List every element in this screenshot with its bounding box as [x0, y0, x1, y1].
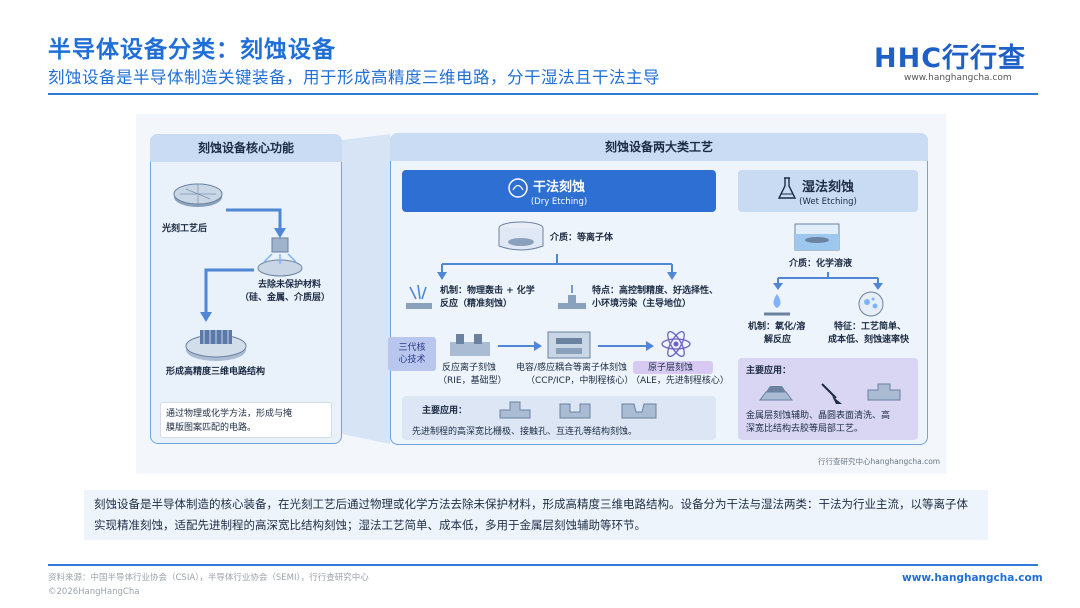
footer-url-link[interactable]: www.hanghangcha.com [902, 572, 1043, 584]
chip-structure-icon [185, 330, 247, 361]
tech-evolution-graphic [450, 330, 691, 359]
header-divider [48, 93, 1038, 95]
arrow-left-down [200, 268, 254, 322]
metal-layer-icon [759, 386, 793, 401]
dry-features-line1: 特点：高控制精度、好选择性、 [592, 286, 719, 296]
flask-icon [777, 177, 797, 199]
plasma-icon [508, 178, 528, 198]
dry-etching-en: (Dry Etching) [530, 197, 588, 207]
source-note: 资料来源：中国半导体行业协会（CSIA），半导体行业协会（SEMI），行行查研究… [48, 571, 369, 599]
note-line2: 膜版图案匹配的电路。 [166, 423, 257, 433]
ccp-icp-icon [547, 331, 591, 359]
dry-split-arrows [437, 254, 677, 280]
chemical-bath-icon [794, 223, 840, 251]
wet-medium: 介质：化学溶液 [789, 259, 853, 269]
rie-icon [450, 334, 490, 356]
core-function-panel [150, 134, 342, 444]
three-gen-line1: 三代核 [398, 343, 426, 353]
wet-apps-icons [759, 383, 901, 404]
three-gen-label: 三代核 心技术 [388, 337, 436, 371]
tech-rie-line1: 反应离子刻蚀 [442, 363, 497, 373]
step-remove-line2: （硅、金属、介质层） [240, 293, 331, 303]
brush-icon [821, 383, 842, 404]
wet-features-line2: 成本低、刻蚀速率快 [828, 335, 910, 345]
dry-mechanism-line2: 反应（精准刻蚀） [440, 299, 513, 309]
dissolve-icon [764, 294, 790, 316]
via-hole-icon [621, 403, 657, 419]
core-function-title: 刻蚀设备核心功能 [150, 134, 342, 162]
wet-mechanism-line1: 机制：氧化/溶 [748, 322, 806, 332]
step-after-lithography: 光刻工艺后 [162, 224, 208, 234]
tech-rie-line2: （RIE，基础型） [438, 376, 507, 386]
two-process-title: 刻蚀设备两大类工艺 [390, 133, 928, 161]
tech-ccp-line1: 电容/感应耦合等离子体刻蚀 [516, 363, 628, 373]
step-remove-line1: 去除未保护材料 [258, 280, 322, 290]
brand-logo[interactable]: HHC行行查 www.hanghangcha.com [874, 36, 1044, 86]
core-function-note: 通过物理或化学方法，形成与掩 膜版图案匹配的电路。 [160, 402, 332, 438]
dry-medium: 介质：等离子体 [550, 233, 614, 243]
tech-ale-line1: 原子层刻蚀 [648, 363, 694, 373]
tech-ale-line2: （ALE，先进制程核心） [631, 376, 729, 386]
source-text: 资料来源：中国半导体行业协会（CSIA），半导体行业协会（SEMI），行行查研究… [48, 573, 369, 583]
dry-features-line2: 小环境污染（主导地位） [592, 299, 692, 309]
dry-apps-label: 主要应用： [422, 406, 468, 416]
process-flow-graphic [173, 183, 303, 361]
summary-text: 刻蚀设备是半导体制造的核心装备，在光刻工艺后通过物理或化学方法去除未保护材料，形… [84, 490, 988, 540]
plasma-chamber-icon [498, 221, 544, 251]
ale-highlight [633, 361, 713, 374]
page-subtitle: 刻蚀设备是半导体制造关键装备，用于形成高精度三维电路，分干湿法且干法主导 [48, 68, 660, 87]
dry-applications-box [402, 396, 716, 440]
arrow-right-down [226, 208, 286, 238]
dry-etching-title: 干法刻蚀 [532, 180, 585, 195]
wet-etching-title: 湿法刻蚀 [801, 180, 854, 195]
wet-features-line1: 特征：工艺简单、 [834, 322, 907, 332]
contact-hole-icon [559, 403, 591, 419]
note-line1: 通过物理或化学方法，形成与掩 [166, 409, 293, 419]
precision-icon [558, 285, 586, 309]
logo-text: HHC行行查 [874, 43, 1027, 74]
bombard-icon [406, 284, 432, 309]
bubbles-icon [858, 291, 884, 317]
copyright-text: ©2026HangHangCha [48, 587, 140, 597]
gate-structure-icon [499, 401, 531, 419]
resist-strip-icon [867, 383, 901, 401]
wet-etching-en: (Wet Etching) [799, 197, 857, 207]
diagram-credit: 行行查研究中心hanghangcha.com [818, 457, 941, 466]
tech-ccp-line2: （CCP/ICP，中制程核心） [526, 376, 634, 386]
dry-apps-icons [499, 401, 657, 419]
three-gen-line2: 心技术 [398, 355, 426, 365]
atom-icon [661, 330, 691, 358]
dry-apps-text: 先进制程的高深宽比栅极、接触孔、互连孔等结构刻蚀。 [412, 427, 638, 437]
wet-apps-line2: 深宽比结构去胶等局部工艺。 [746, 424, 864, 434]
page-title: 半导体设备分类：刻蚀设备 [48, 37, 336, 63]
wet-apps-line1: 金属层刻蚀辅助、晶圆表面清洗、高 [746, 411, 891, 421]
dry-etching-header: 干法刻蚀 (Dry Etching) [402, 170, 716, 212]
wet-mechanism-line2: 解反应 [764, 335, 792, 345]
funnel-connector [342, 134, 390, 444]
wet-split-arrows [773, 272, 883, 290]
step-form-structure: 形成高精度三维电路结构 [166, 367, 266, 377]
footer-divider [48, 564, 1038, 566]
dry-mechanism-line1: 机制：物理轰击 + 化学 [440, 286, 535, 296]
logo-url: www.hanghangcha.com [904, 73, 1012, 83]
etching-icon [257, 237, 303, 277]
wet-etching-header: 湿法刻蚀 (Wet Etching) [738, 170, 918, 212]
wafer-icon [173, 183, 223, 207]
wet-apps-label: 主要应用： [746, 366, 792, 376]
